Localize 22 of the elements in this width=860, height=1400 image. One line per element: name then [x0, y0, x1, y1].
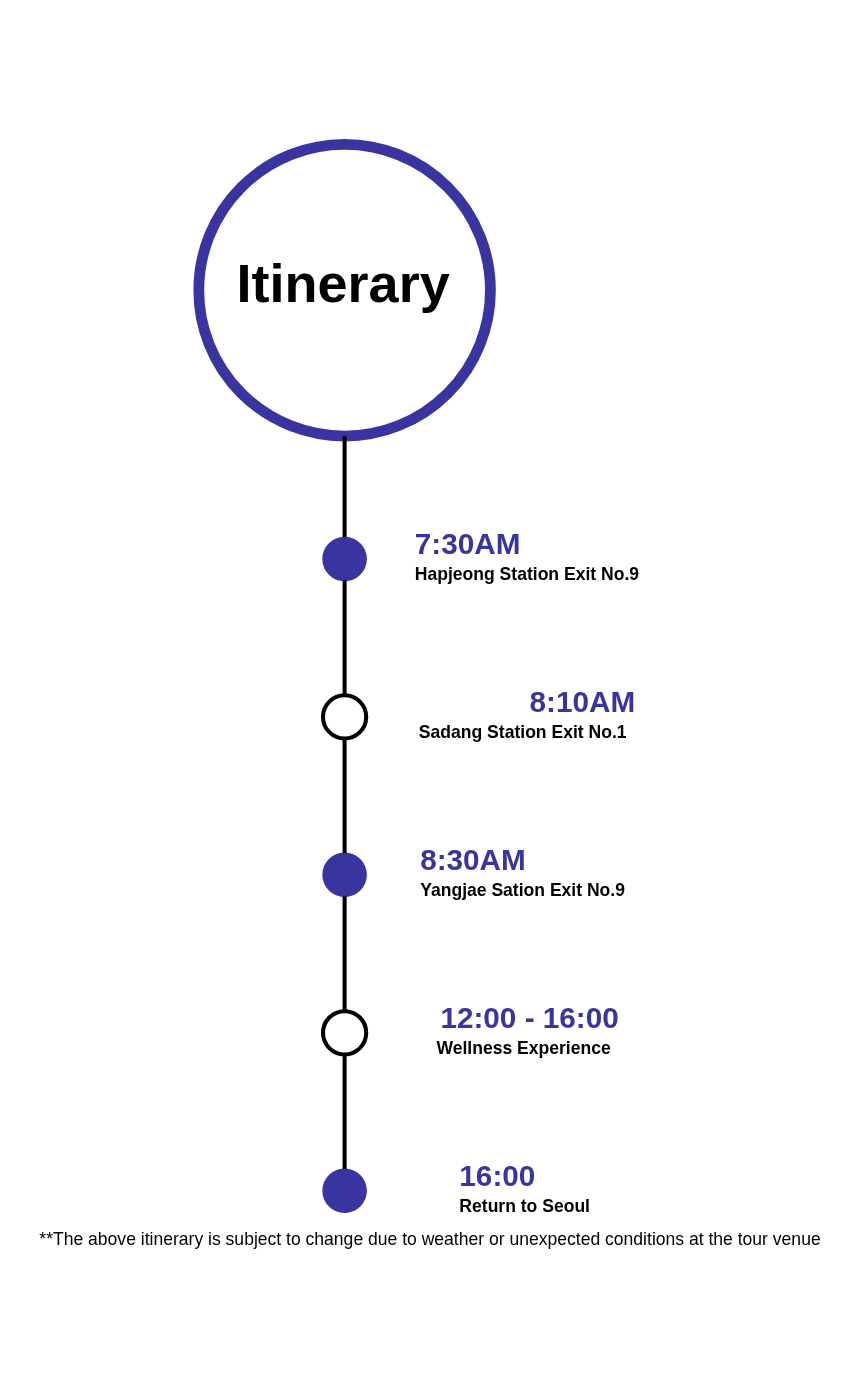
node-label: 12:00 - 16:00	[440, 1001, 619, 1035]
connector	[342, 580, 347, 696]
node-label: Hapjeong Station Exit No.9	[414, 563, 640, 584]
connector	[342, 1054, 347, 1170]
node-circle	[322, 536, 367, 582]
caption: **The above itinerary is subject to change due to weather or unexpected conditions at the tour venue	[39, 1229, 821, 1250]
connector	[342, 896, 347, 1012]
node-label: 8:30AM	[420, 843, 526, 877]
node-label: 16:00	[459, 1159, 536, 1193]
node-label: Wellness Experience	[436, 1037, 611, 1058]
node-label: 7:30AM	[414, 527, 521, 561]
node-label: Yangjae Sation Exit No.9	[420, 879, 625, 900]
node-circle: Itinerary	[193, 139, 496, 442]
connector	[342, 738, 347, 854]
connector	[342, 436, 347, 538]
node-label: 8:10AM	[529, 685, 636, 719]
node-circle	[320, 1009, 369, 1057]
node-circle	[322, 852, 367, 898]
node-circle	[320, 693, 369, 741]
node-circle	[322, 1168, 367, 1214]
node-label: Return to Seoul	[459, 1195, 590, 1216]
node-label: Sadang Station Exit No.1	[418, 721, 627, 742]
